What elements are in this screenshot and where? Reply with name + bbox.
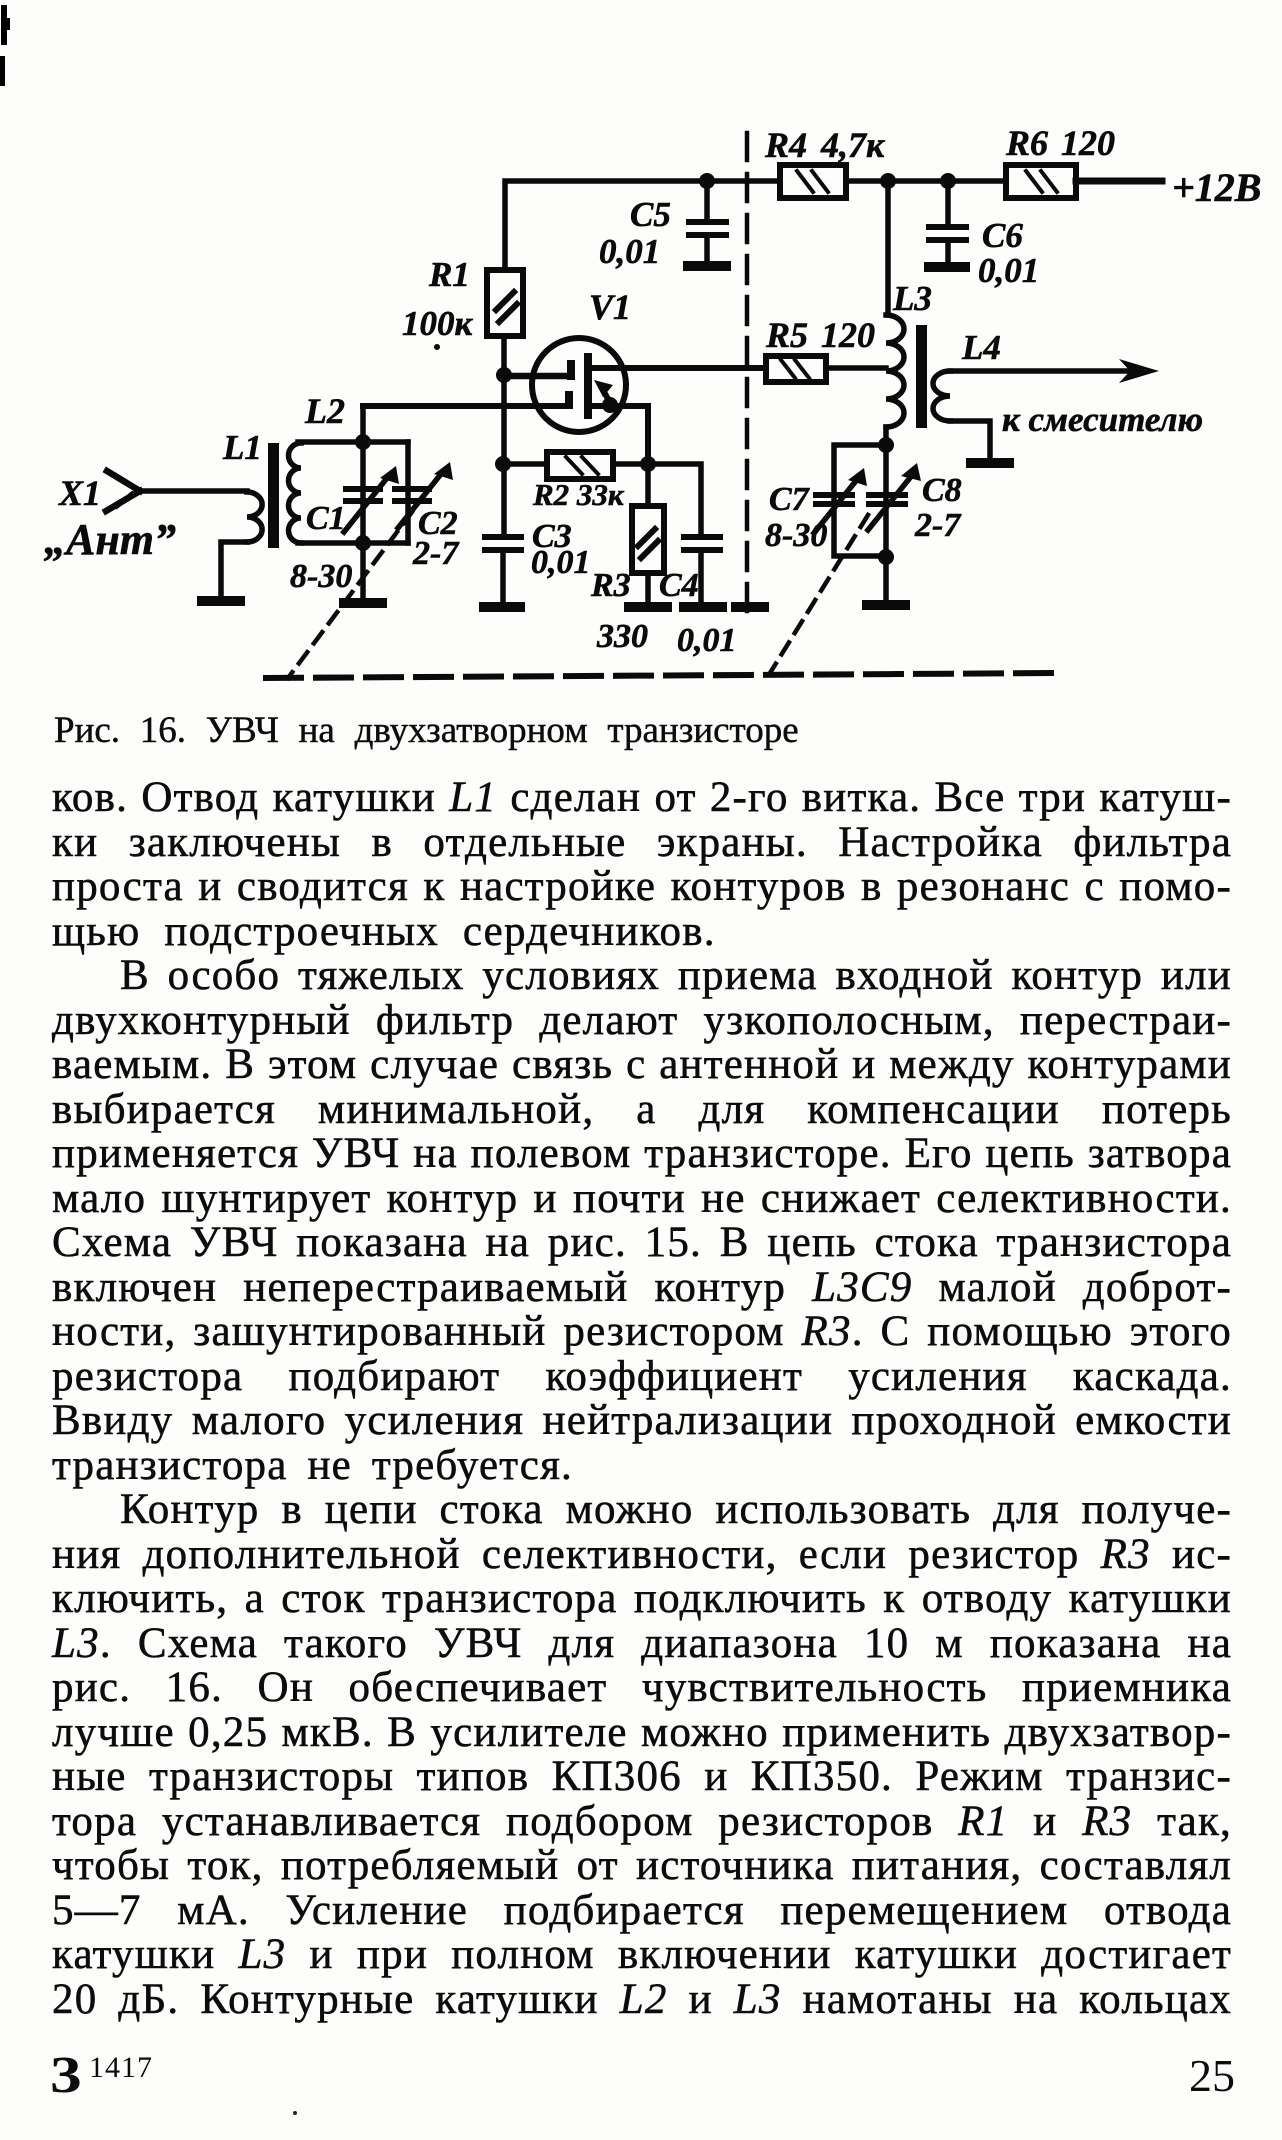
svg-text:0,01: 0,01 — [599, 232, 660, 271]
svg-text:C7: C7 — [769, 481, 811, 518]
svg-text:C2: C2 — [418, 505, 458, 542]
svg-text:L4: L4 — [961, 328, 1001, 367]
svg-text:0,01: 0,01 — [978, 251, 1039, 290]
svg-text:„Ант”: „Ант” — [44, 515, 176, 564]
svg-text:V1: V1 — [589, 287, 631, 327]
svg-text:R2 33к: R2 33к — [532, 477, 625, 512]
svg-text:8-30: 8-30 — [290, 558, 352, 595]
svg-text:100к: 100к — [402, 304, 474, 343]
svg-text:C5: C5 — [630, 195, 671, 234]
svg-text:C3: C3 — [532, 518, 572, 555]
svg-text:330: 330 — [596, 618, 648, 655]
svg-text:к смесителю: к смесителю — [1002, 400, 1203, 439]
svg-text:L1: L1 — [222, 428, 262, 467]
svg-text:C8: C8 — [922, 472, 962, 509]
svg-text:+12В: +12В — [1172, 165, 1261, 210]
svg-text:C1: C1 — [306, 500, 346, 537]
svg-text:0,01: 0,01 — [677, 622, 737, 659]
svg-text:C6: C6 — [982, 216, 1023, 255]
svg-text:L3: L3 — [892, 279, 932, 318]
svg-text:R6 120: R6 120 — [1005, 123, 1115, 163]
svg-text:R5 120: R5 120 — [765, 315, 875, 355]
svg-text:2-7: 2-7 — [914, 507, 962, 544]
svg-text:R4 4,7к: R4 4,7к — [764, 125, 885, 165]
svg-text:X1: X1 — [58, 473, 101, 513]
svg-text:2-7: 2-7 — [412, 535, 460, 572]
svg-text:C4: C4 — [659, 567, 699, 604]
svg-text:0,01: 0,01 — [531, 544, 591, 581]
svg-text:L2: L2 — [304, 391, 345, 431]
svg-text:R1: R1 — [428, 255, 470, 294]
svg-text:8-30: 8-30 — [765, 517, 827, 554]
svg-text:R3: R3 — [590, 567, 631, 604]
